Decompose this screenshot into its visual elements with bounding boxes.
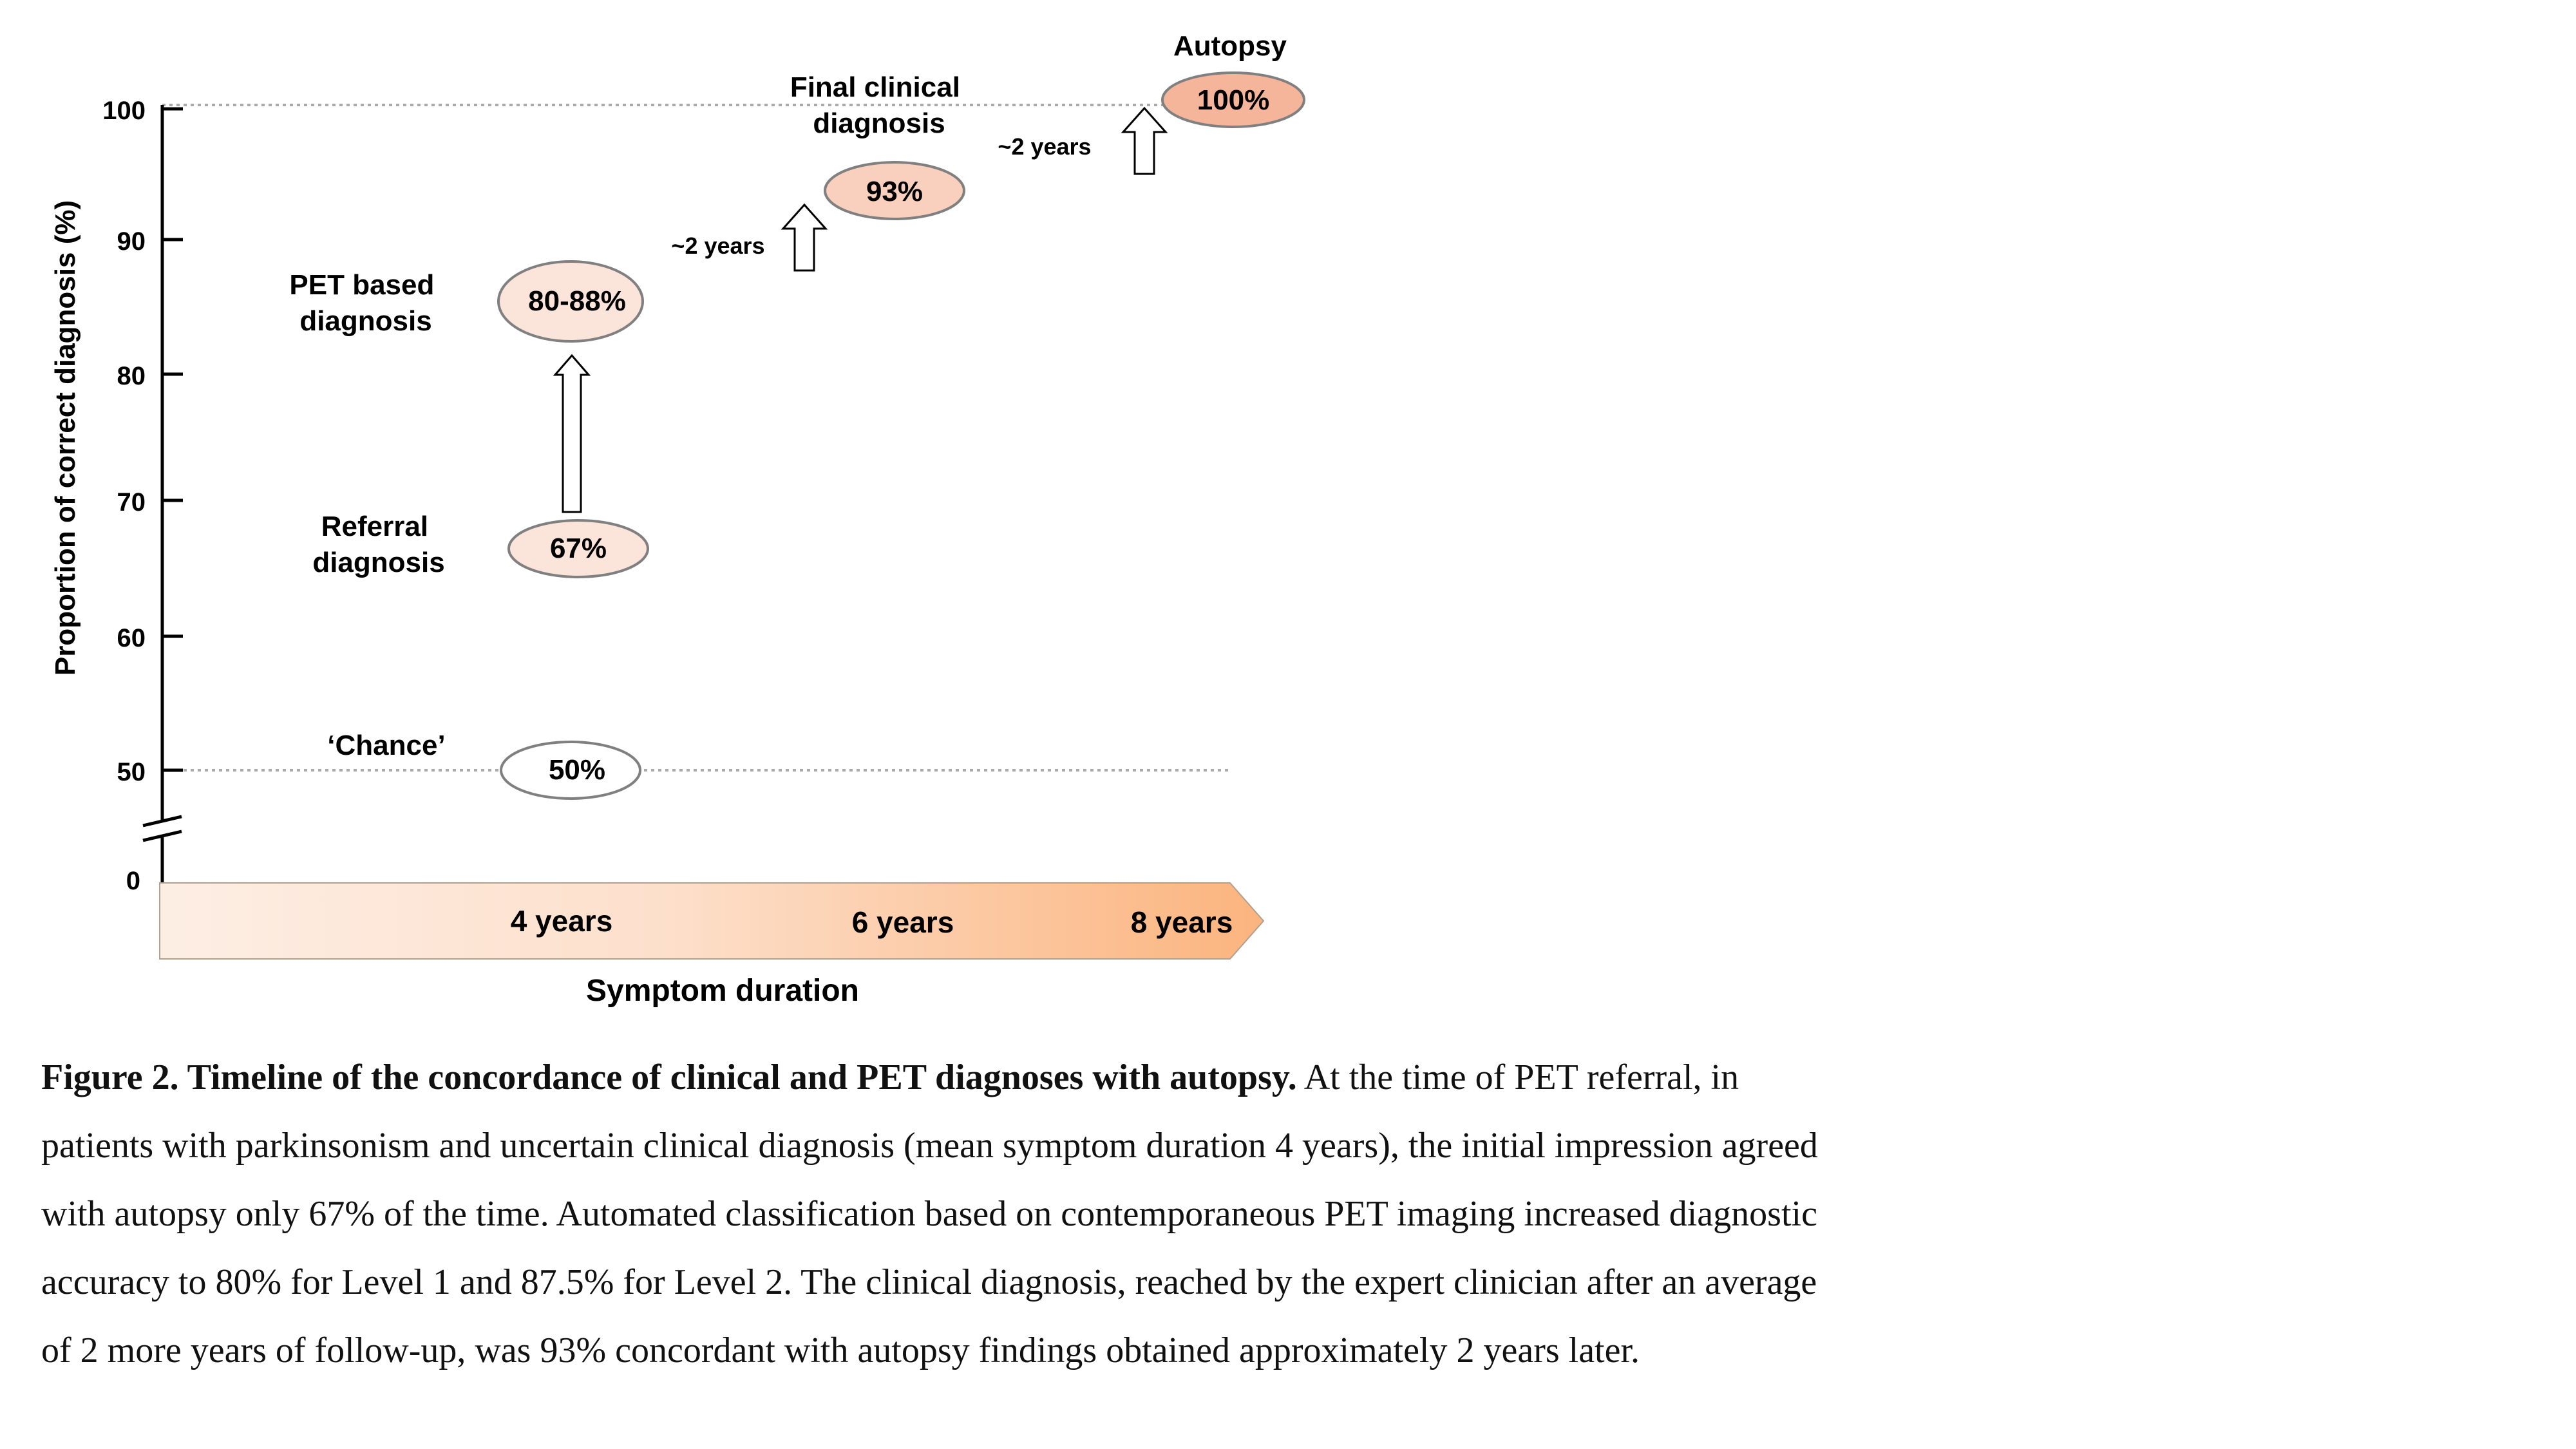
point-pet-ellipse [497,260,644,343]
point-chance-label: ‘Chance’ [327,730,445,761]
symptom-duration-bar [159,882,1265,960]
point-autopsy-value: 100% [1197,84,1270,116]
point-referral-ellipse [507,519,649,578]
caption-title: Figure 2. Timeline of the concordance of… [41,1057,1297,1097]
figure-caption: Figure 2. Timeline of the concordance of… [41,1043,1832,1385]
interval-label-first: ~2 years [671,232,764,259]
y-tick-0: 0 [126,867,140,895]
point-referral-label: Referral diagnosis [312,511,444,578]
point-final-clinical-label-line1: Final clinical [790,71,960,103]
diagnosis-timeline-chart: 100 90 80 70 60 50 0 Proportion of corre… [50,30,1305,1008]
point-referral-label-line2: diagnosis [312,547,444,578]
y-tick-90: 90 [117,227,146,256]
x-tick-6-years: 6 years [852,905,954,939]
caption-body: At the time of PET referral, in patients… [41,1057,1818,1370]
point-pet-value: 80-88% [528,285,626,317]
point-pet-label: PET based diagnosis [289,269,442,337]
y-tick-50: 50 [117,758,146,786]
point-referral-value: 67% [550,533,607,564]
arrow-referral-to-pet [553,354,591,513]
point-pet-label-line2: diagnosis [299,305,431,337]
y-tick-70: 70 [117,488,146,516]
point-final-clinical-label: Final clinical diagnosis [790,71,968,139]
point-final-clinical-label-line2: diagnosis [813,108,945,139]
y-tick-marks [162,107,183,772]
arrow-pet-to-final [781,203,828,272]
y-axis-label: Proportion of correct diagnosis (%) [50,200,81,676]
point-pet-label-line1: PET based [289,269,434,301]
axis-break-mark [142,815,182,842]
y-tick-80: 80 [117,362,146,390]
point-final-clinical-ellipse [824,161,965,220]
point-autopsy-label: Autopsy [1173,30,1287,62]
y-tick-100: 100 [102,97,146,125]
point-referral-label-line1: Referral [321,511,428,542]
x-tick-4-years: 4 years [511,904,613,938]
point-chance-value: 50% [549,754,605,786]
point-autopsy-ellipse [1161,71,1305,128]
x-axis-label: Symptom duration [586,974,859,1008]
x-tick-8-years: 8 years [1131,905,1233,939]
point-chance-ellipse [500,741,641,800]
arrow-final-to-autopsy [1121,106,1168,175]
point-final-clinical-value: 93% [866,176,923,207]
interval-label-second: ~2 years [998,133,1091,160]
y-tick-60: 60 [117,624,146,652]
